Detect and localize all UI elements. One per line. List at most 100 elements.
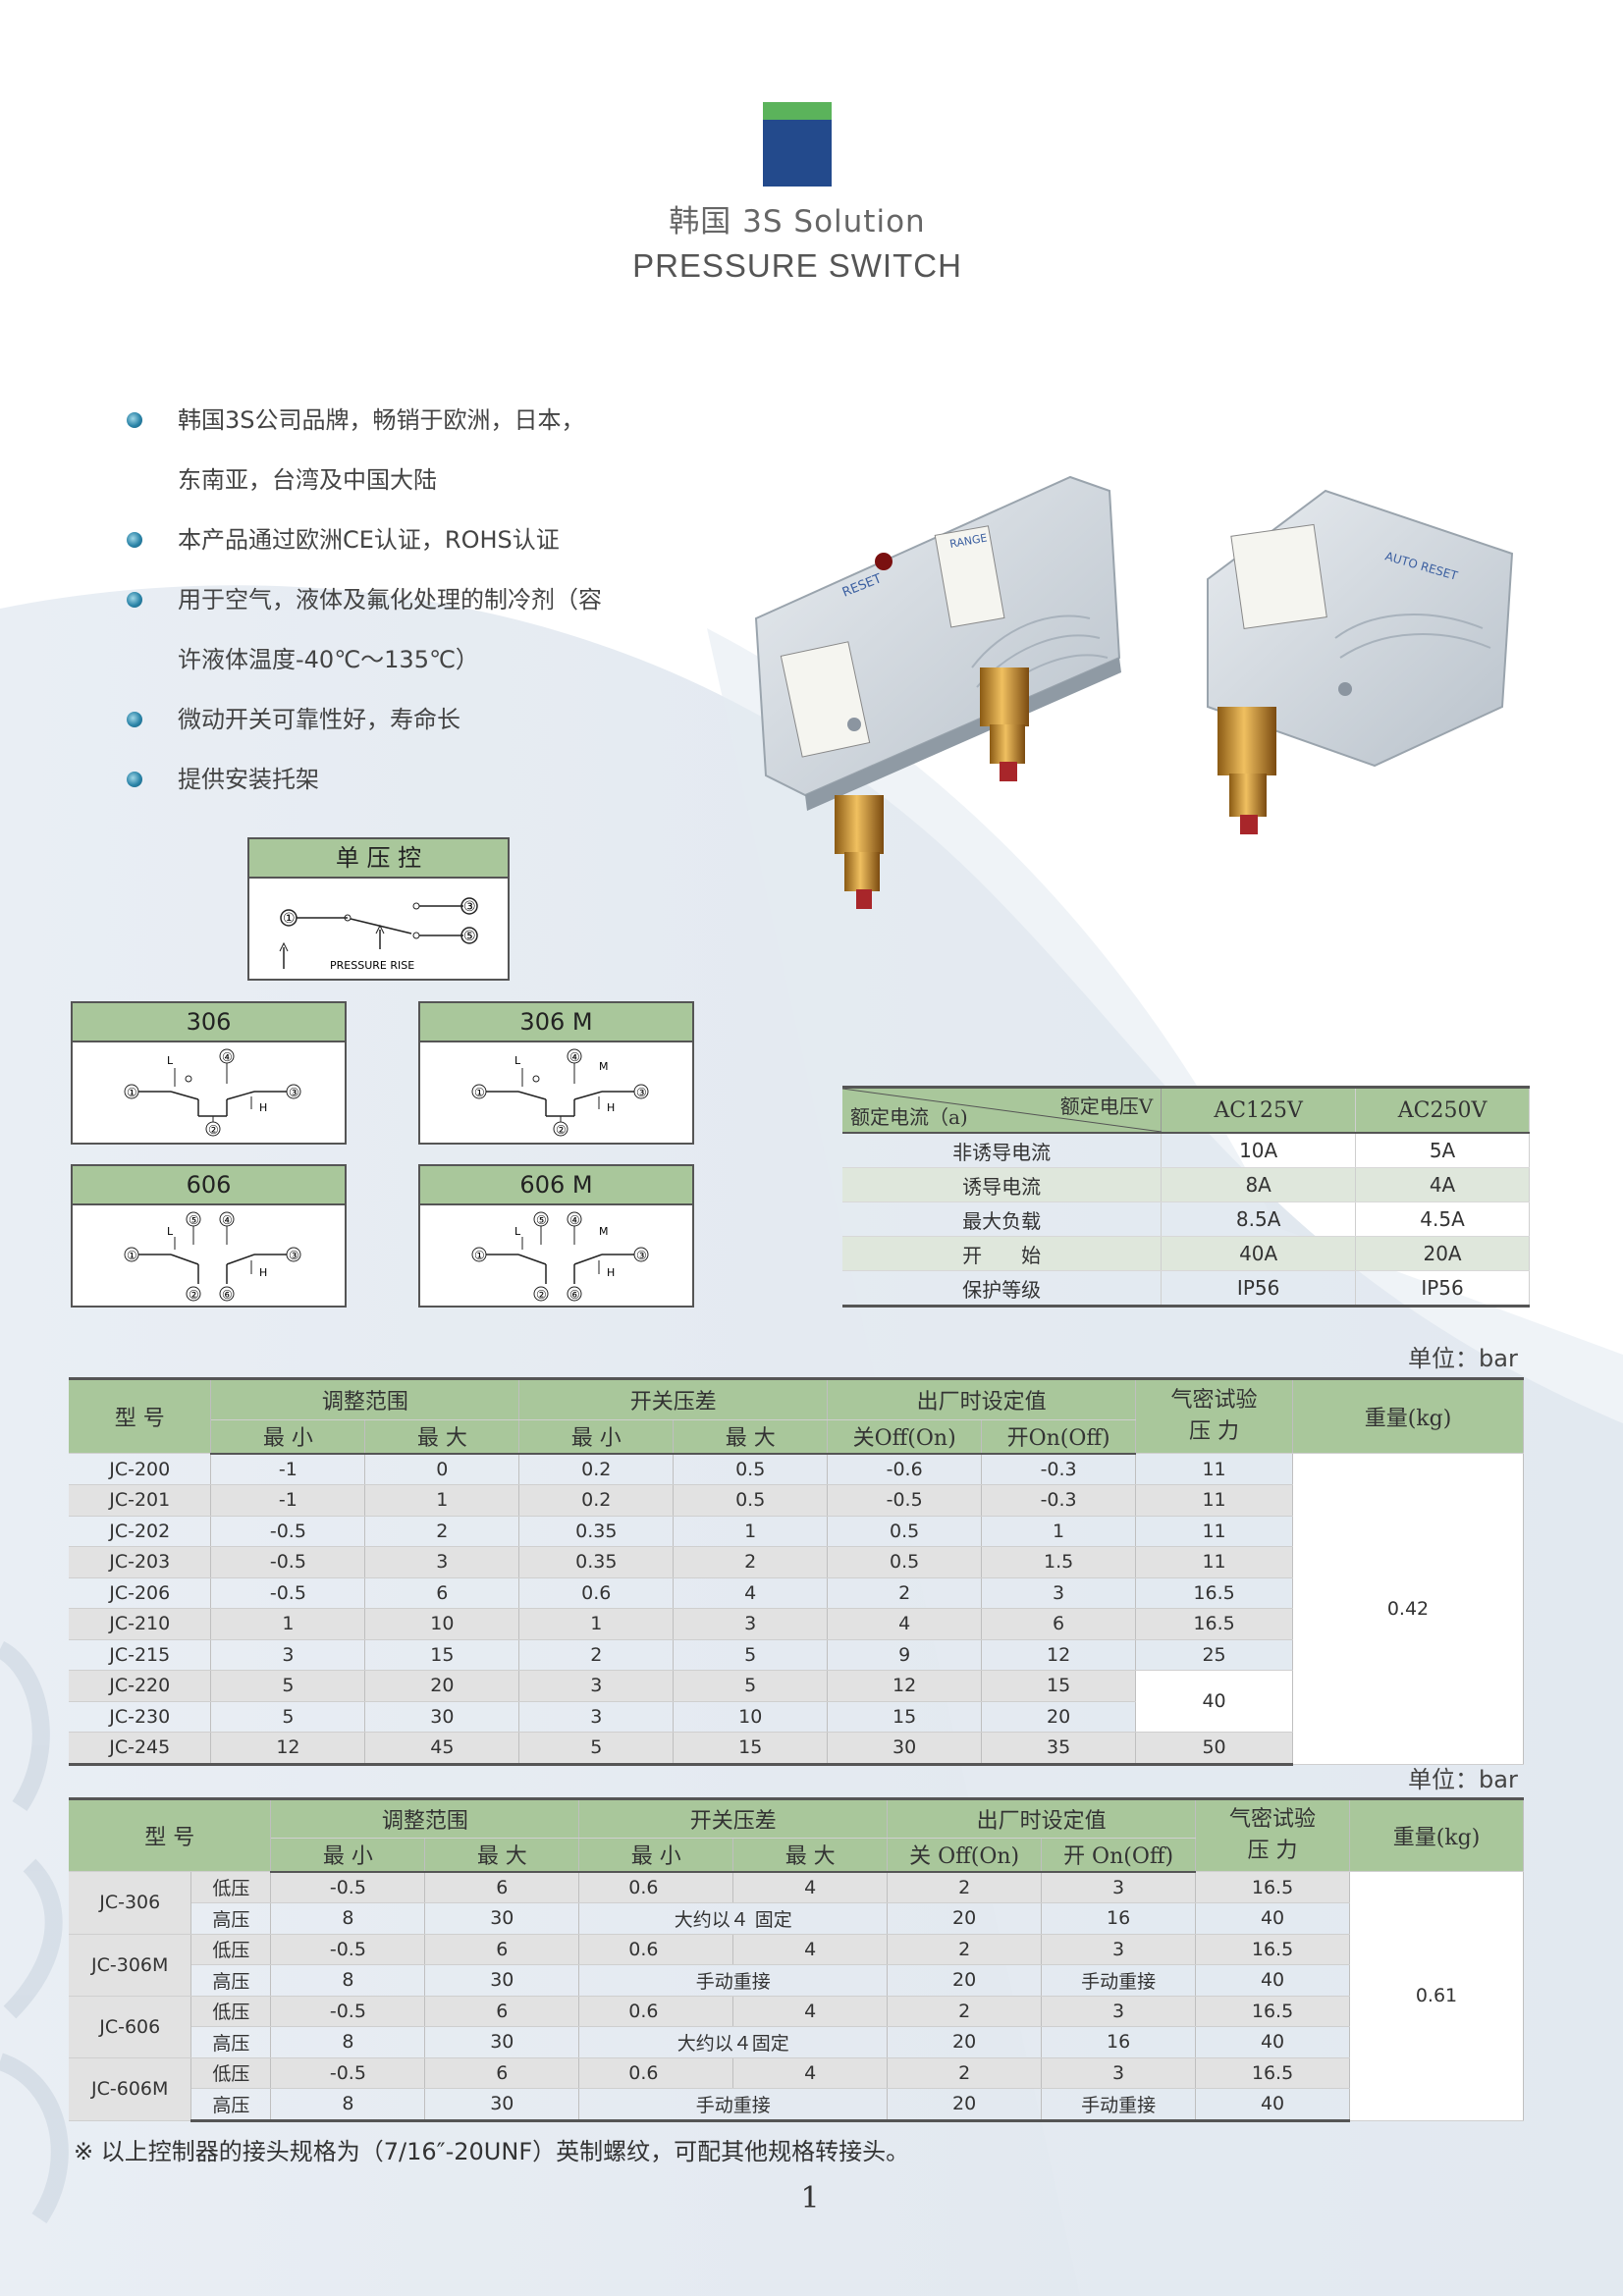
dual-pressure-switch: RESET RANGE [754, 475, 1121, 909]
model-cell: JC-606M [69, 2057, 192, 2121]
bullet-icon [127, 532, 142, 548]
terminal-4: ④ [569, 1050, 580, 1064]
unit-label: 单位：bar [1408, 1345, 1518, 1372]
diagram-title: 306 M [420, 1003, 692, 1042]
terminal-2: ② [536, 1288, 547, 1302]
header-differential: 开关压差 [578, 1797, 889, 1839]
feature-item: 东南亚，台湾及中国大陆 [178, 466, 437, 494]
label-h: H [259, 1266, 267, 1279]
diagram-single-pressure: 单 压 控 ① ③ ⑤ PRESSURE RISE [247, 837, 510, 981]
header-weight: 重量(kg) [1349, 1797, 1524, 1872]
diagram-306: 306 ① L ④ ③ ② H [71, 1001, 347, 1145]
col-ac250v: AC250V [1355, 1086, 1530, 1134]
label-l: L [514, 1225, 521, 1238]
terminal-3: ③ [636, 1086, 647, 1099]
col-ac125v: AC125V [1161, 1086, 1357, 1134]
spec-table-single: 型 号 调整范围 开关压差 出厂时设定值 气密试验 压 力 重量(kg) 最 小… [69, 1377, 1524, 1766]
header-factory-setting: 出厂时设定值 [887, 1797, 1197, 1839]
page-number: 1 [800, 2181, 820, 2216]
header-factory-setting: 出厂时设定值 [827, 1377, 1137, 1420]
feature-item: 用于空气，液体及氟化处理的制冷剂（容 [123, 580, 673, 640]
terminal-4: ④ [569, 1213, 580, 1227]
diagram-606: 606 ① L ⑤ ④ ③ ② ⑥ H [71, 1164, 347, 1308]
terminal-4: ④ [222, 1213, 233, 1227]
feature-item: 本产品通过欧洲CE认证，ROHS认证 [123, 520, 673, 580]
feature-list: 韩国3S公司品牌，畅销于欧洲，日本， 东南亚，台湾及中国大陆 本产品通过欧洲CE… [123, 400, 673, 820]
logo-green-bar [763, 102, 832, 120]
terminal-3: ③ [463, 899, 476, 915]
header-model: 型 号 [69, 1797, 272, 1872]
feature-item: 提供安装托架 [123, 760, 673, 820]
label-h: H [607, 1266, 615, 1279]
header-airtight-pressure: 气密试验 压 力 [1135, 1377, 1294, 1454]
terminal-3: ③ [289, 1249, 299, 1262]
bullet-icon [127, 712, 142, 727]
header-weight: 重量(kg) [1292, 1377, 1524, 1454]
terminal-4: ④ [222, 1050, 233, 1064]
label-l: L [514, 1054, 521, 1067]
spec-table-dual: 型 号 调整范围 开关压差 出厂时设定值 气密试验 压 力 重量(kg) 最 小… [69, 1797, 1524, 2122]
header-adjust-range: 调整范围 [210, 1377, 520, 1420]
diagram-title: 单 压 控 [249, 839, 508, 879]
model-cell: JC-306M [69, 1934, 192, 1997]
terminal-1: ① [474, 1249, 485, 1262]
label-h: H [607, 1101, 615, 1114]
logo-blue-square [763, 120, 832, 187]
product-photo: RESET RANGE AUTO RESET [754, 475, 1514, 909]
terminal-1: ① [283, 911, 296, 927]
diagram-title: 606 M [420, 1166, 692, 1205]
rated-current-label: 额定电流（a) [850, 1105, 968, 1129]
feature-item: 韩国3S公司品牌，畅销于欧洲，日本， [123, 400, 673, 460]
bullet-icon [127, 592, 142, 608]
label-h: H [259, 1101, 267, 1114]
page-title: PRESSURE SWITCH [632, 247, 962, 284]
diagram-title: 606 [73, 1166, 345, 1205]
corner-header: 额定电压V 额定电流（a) [842, 1086, 1163, 1134]
terminal-1: ① [127, 1086, 137, 1099]
label-l: L [167, 1054, 174, 1067]
bullet-icon [127, 772, 142, 787]
brand-name: 韩国 3S Solution [669, 204, 926, 240]
label-m: M [599, 1060, 609, 1073]
weight-value: 0.42 [1292, 1453, 1524, 1765]
unit-label: 单位：bar [1408, 1766, 1518, 1793]
header-adjust-range: 调整范围 [270, 1797, 580, 1839]
terminal-5: ⑤ [536, 1213, 547, 1227]
terminal-3: ③ [636, 1249, 647, 1262]
header-model: 型 号 [69, 1377, 212, 1454]
header-differential: 开关压差 [518, 1377, 829, 1420]
model-cell: JC-606 [69, 1996, 192, 2058]
terminal-6: ⑥ [569, 1288, 580, 1302]
terminal-5: ⑤ [463, 929, 476, 944]
header-airtight-pressure: 气密试验 压 力 [1195, 1797, 1350, 1872]
pressure-rise-label: PRESSURE RISE [330, 959, 414, 972]
terminal-1: ① [474, 1086, 485, 1099]
feature-item: 微动开关可靠性好，寿命长 [123, 700, 673, 760]
footnote: ※ 以上控制器的接头规格为（7/16″-20UNF）英制螺纹，可配其他规格转接头… [74, 2138, 910, 2165]
label-m: M [599, 1225, 609, 1238]
bullet-icon [127, 412, 142, 428]
model-cell: JC-306 [69, 1871, 192, 1935]
terminal-1: ① [127, 1249, 137, 1262]
terminal-5: ⑤ [189, 1213, 199, 1227]
